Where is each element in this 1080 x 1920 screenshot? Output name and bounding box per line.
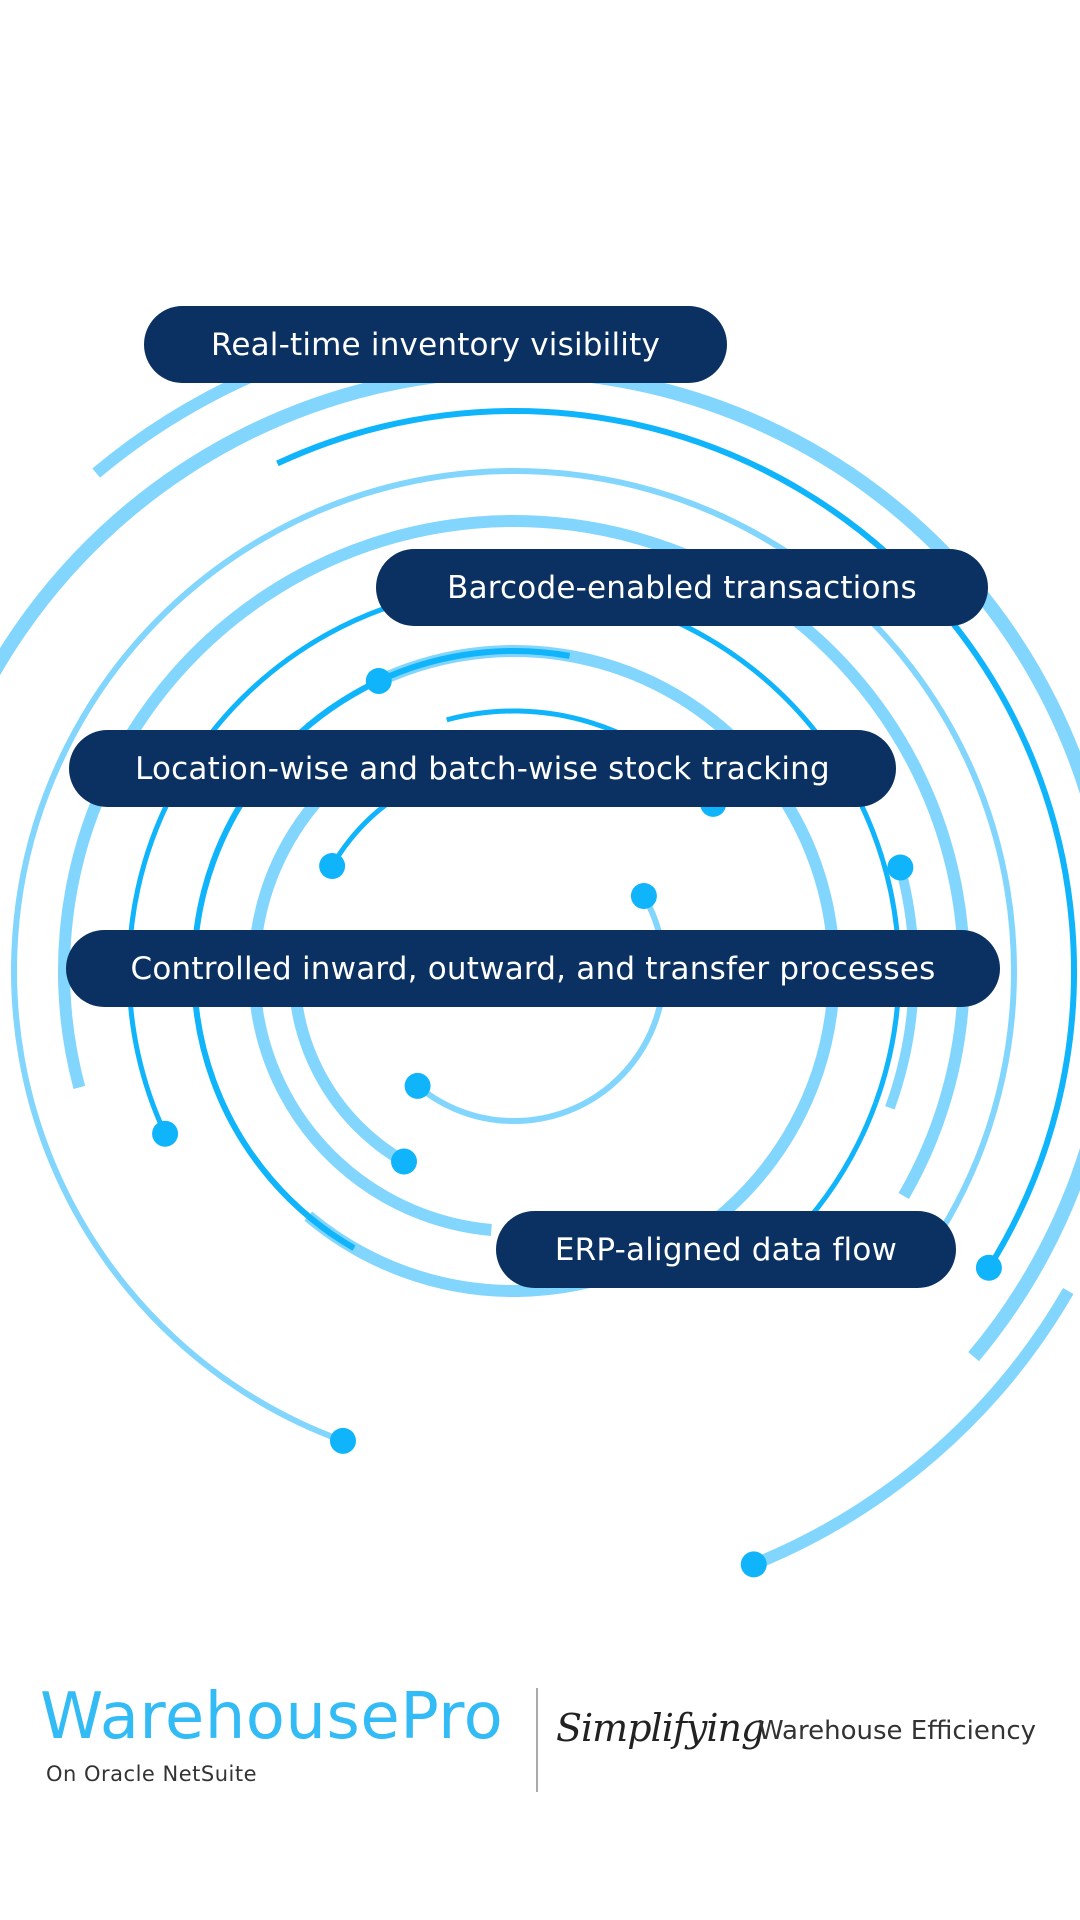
arc-line	[58, 515, 970, 1199]
feature-pill-controlled-processes: Controlled inward, outward, and transfer…	[66, 930, 1000, 1007]
feature-pill-barcode: Barcode-enabled transactions	[376, 549, 988, 626]
feature-label: Location-wise and batch-wise stock track…	[135, 750, 830, 787]
arc-line	[191, 648, 571, 1251]
arc-endpoint-dot	[404, 1072, 431, 1099]
feature-label: Barcode-enabled transactions	[447, 569, 917, 606]
feature-label: Controlled inward, outward, and transfer…	[130, 950, 936, 987]
arc-endpoint-dot	[329, 1427, 356, 1454]
arc-line	[11, 468, 1017, 1444]
arc-endpoint-dot	[887, 854, 914, 881]
feature-label: Real-time inventory visibility	[210, 326, 661, 363]
feature-pill-erp-data-flow: ERP-aligned data flow	[496, 1211, 956, 1288]
brand-subtitle: On Oracle NetSuite	[46, 1762, 258, 1786]
footer-divider	[536, 1688, 538, 1792]
arc-endpoint-dot	[319, 853, 346, 879]
arc-line	[126, 583, 902, 1135]
arc-endpoint-dot	[391, 1148, 417, 1175]
arc-line	[751, 1287, 1074, 1570]
arc-endpoint-dot	[630, 883, 657, 909]
feature-pill-location-batch: Location-wise and batch-wise stock track…	[69, 730, 896, 807]
arc-endpoint-dot	[975, 1254, 1002, 1281]
feature-label: ERP-aligned data flow	[554, 1231, 898, 1268]
arc-endpoint-dot	[740, 1551, 767, 1578]
arc-line	[304, 645, 840, 1297]
arc-line	[0, 364, 1080, 1362]
brand-logo-text: WarehousePro	[40, 1680, 504, 1754]
tagline-text: Warehouse Efficiency	[758, 1716, 1037, 1746]
arc-endpoint-dot	[152, 1120, 179, 1147]
feature-pill-realtime-inventory: Real-time inventory visibility	[144, 306, 727, 383]
tagline-script-word: Simplifying	[556, 1706, 765, 1750]
